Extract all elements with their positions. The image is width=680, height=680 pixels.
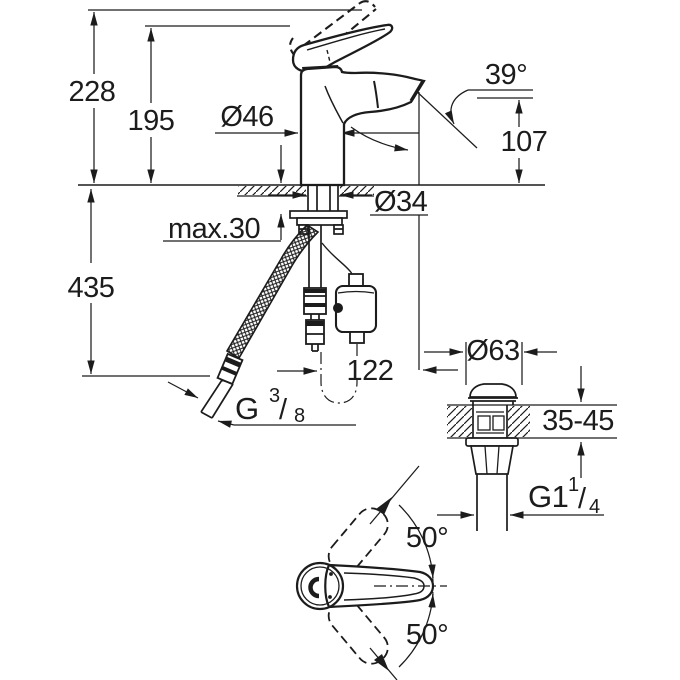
- lever-handle: [291, 23, 394, 73]
- mounting-and-hoses: [200, 186, 378, 419]
- lever-edge-line: [306, 28, 386, 51]
- supply-thread-num: 3: [269, 385, 280, 407]
- spout-outlet-face: [409, 80, 425, 102]
- drain-thread-label: G1 1 / 4: [528, 474, 601, 518]
- supply-thread-g: G: [235, 391, 259, 426]
- handle-kidney-mark: [308, 576, 320, 599]
- box-top-nipple: [348, 273, 364, 287]
- supply-thread-slash: /: [279, 394, 288, 426]
- drain-thread-num: 1: [568, 474, 579, 496]
- dim-outlet-height: 107: [501, 126, 548, 158]
- dim-handle-angle-down: 50°: [406, 619, 448, 651]
- deck-section: [237, 186, 374, 197]
- connection-cable: [321, 242, 353, 276]
- hose-end-tube: [200, 379, 234, 419]
- box-dot: [333, 303, 343, 313]
- handle-dot-top: [329, 572, 333, 576]
- angle-arrow-up: [376, 497, 392, 515]
- faucet-side-view: [289, 0, 426, 187]
- hose-nut: [216, 352, 244, 386]
- drain-thread-slash: /: [578, 483, 587, 515]
- dimension-texts: 228 195 Ø46 39° 107 max.30 Ø34 435 122 Ø…: [68, 59, 615, 651]
- handle-top-view: [295, 465, 447, 680]
- waste-flange: [465, 437, 519, 447]
- vertical-hose: [308, 225, 322, 288]
- waste-nut: [469, 445, 515, 475]
- deck-hatch-left: [238, 186, 306, 195]
- supply-thread-den: 8: [294, 405, 305, 427]
- dim-drain-cap-diameter: Ø63: [466, 335, 519, 367]
- waste-body: [472, 405, 508, 438]
- dim-drain-deck-thickness: 35-45: [542, 405, 614, 437]
- dim-projection: 122: [347, 355, 394, 387]
- box-bottom-nipple: [349, 331, 365, 344]
- dim-hose-length: 435: [68, 272, 115, 304]
- basin-hatch-right: [508, 406, 530, 437]
- drain-thread-den: 4: [589, 496, 600, 518]
- dim-spout-angle: 39°: [485, 59, 527, 91]
- supply-thread-label: G 3 / 8: [235, 385, 306, 427]
- dim-total-height: 228: [69, 76, 116, 108]
- centerline-loop: [320, 352, 358, 404]
- dim-body-height: 195: [128, 105, 175, 137]
- dim-shank-diameter: Ø34: [374, 186, 428, 218]
- angle-arrow-down: [374, 654, 389, 671]
- waste-tube: [476, 474, 508, 531]
- handle-pivot-outer: [295, 561, 345, 611]
- deck-hatch-right: [340, 186, 374, 195]
- spout-joint-line: [373, 80, 379, 109]
- dim-body-diameter: Ø46: [220, 101, 273, 133]
- waste-cap: [469, 383, 517, 398]
- dim-handle-angle-up: 50°: [406, 522, 448, 554]
- dim-max-deck: max.30: [168, 213, 260, 245]
- pop-up-waste-view: [447, 383, 617, 531]
- drain-thread-g: G1: [528, 479, 568, 514]
- handle-pivot-inner: [300, 566, 340, 606]
- body-spout-curve: [324, 85, 344, 124]
- basin-hatch-left: [447, 406, 472, 437]
- lever-hidden-line: [326, 49, 332, 67]
- faucet-body: [299, 65, 426, 187]
- handle-dot-bottom: [328, 595, 332, 599]
